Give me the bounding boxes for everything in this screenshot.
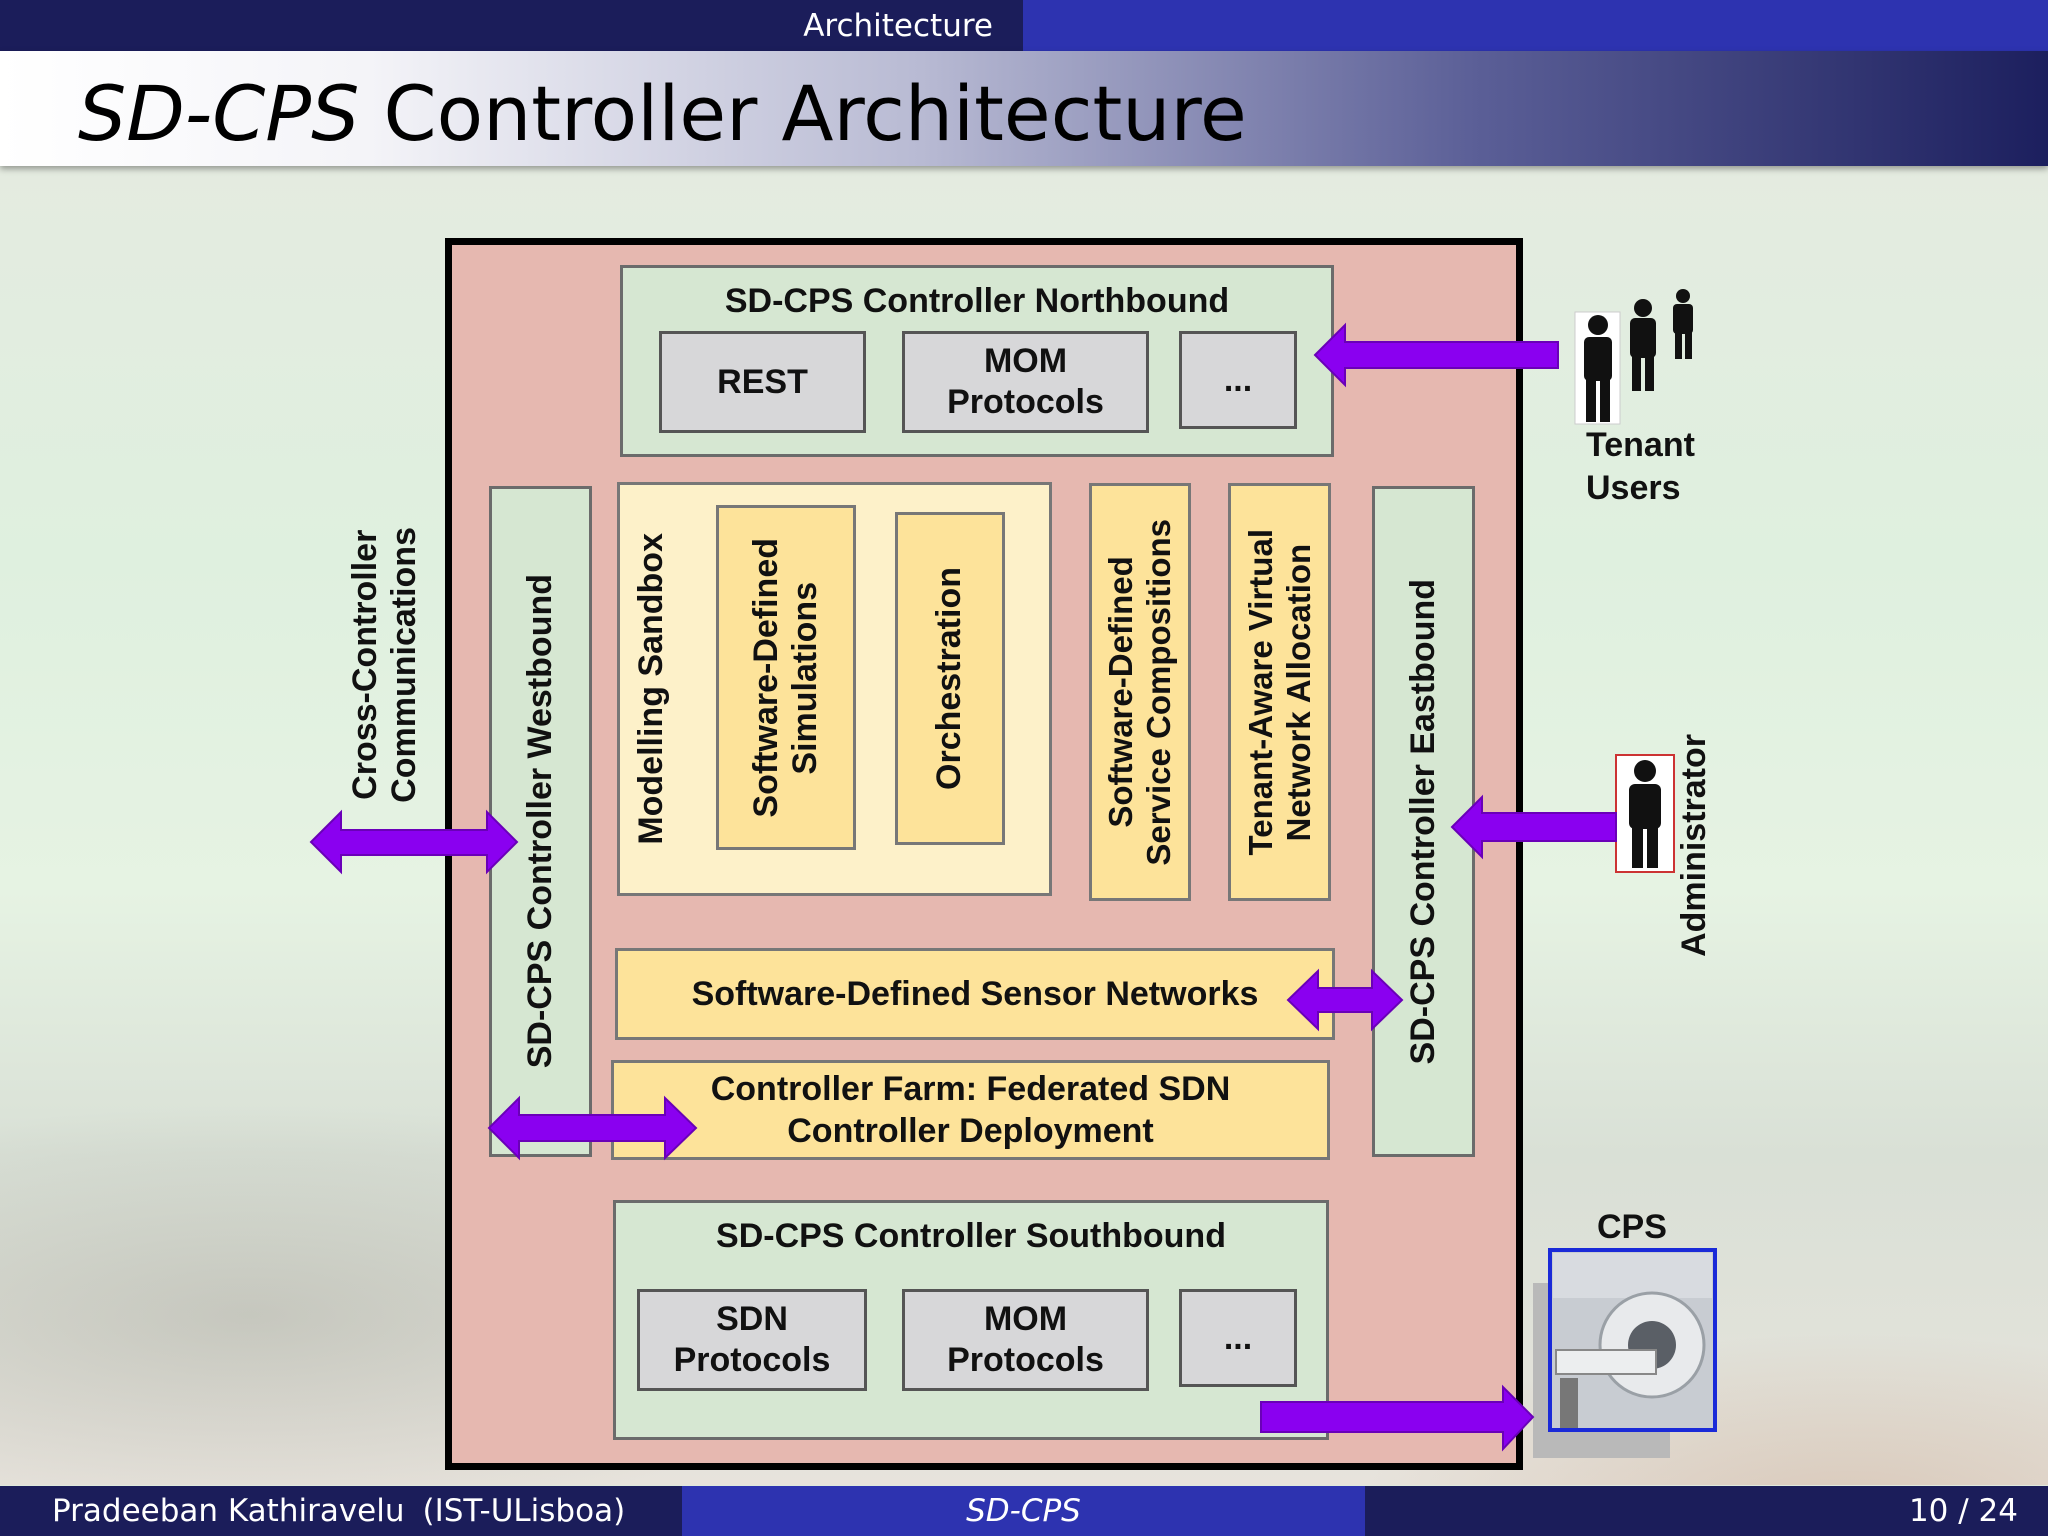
southbound-mom: MOM Protocols <box>902 1289 1149 1391</box>
northbound-mom: MOM Protocols <box>902 331 1149 433</box>
arrows <box>309 322 1617 1452</box>
sensor-networks-box: Software-Defined Sensor Networks <box>615 948 1335 1040</box>
southbound-sdn: SDN Protocols <box>637 1289 867 1391</box>
southbound-title: SD-CPS Controller Southbound <box>716 1217 1226 1255</box>
slide-title: SD-CPS Controller Architecture <box>78 69 1247 158</box>
controller-farm-box: Controller Farm: Federated SDN Controlle… <box>611 1060 1330 1160</box>
northbound-title: SD-CPS Controller Northbound <box>724 282 1230 320</box>
section-label[interactable]: Architecture <box>0 0 1023 51</box>
arrow-tenant-to-northbound <box>1313 322 1559 388</box>
tenant-aware-box: Tenant-Aware Virtual Network Allocation <box>1228 483 1331 901</box>
arrow-westbound-farm <box>487 1095 698 1161</box>
title-bar: SD-CPS Controller Architecture <box>0 51 2048 166</box>
tenant-users-icon <box>1574 289 1693 425</box>
southbound-more: ... <box>1179 1289 1297 1387</box>
arrow-sensor-eastbound <box>1286 968 1404 1032</box>
sd-service-compositions-box: Software-Defined Service Compositions <box>1089 483 1191 901</box>
cps-mri-icon <box>1533 1248 1717 1458</box>
slide-title-rest: Controller Architecture <box>383 69 1247 158</box>
westbound-box: SD-CPS Controller Westbound <box>489 486 592 1157</box>
section-bar: Architecture <box>0 0 2048 51</box>
footer-short-title[interactable]: SD-CPS <box>682 1486 1365 1536</box>
footer-affiliation: (IST-ULisboa) <box>422 1493 626 1529</box>
arrow-admin-to-eastbound <box>1450 794 1617 860</box>
footer-author: Pradeeban Kathiravelu <box>52 1493 405 1529</box>
arrow-cross-controller <box>309 809 519 875</box>
tenant-users-label: Tenant Users <box>1586 426 1695 507</box>
cps-label: CPS <box>1597 1208 1667 1246</box>
sd-simulations-box: Software-Defined Simulations <box>716 505 856 850</box>
northbound-rest: REST <box>659 331 866 433</box>
northbound-more: ... <box>1179 331 1297 429</box>
footer-page-number[interactable]: 10 / 24 <box>1365 1486 2048 1536</box>
orchestration-box: Orchestration <box>895 512 1005 845</box>
arrow-southbound-to-cps <box>1260 1384 1535 1452</box>
administrator-icon <box>1615 754 1675 873</box>
slide-title-italic: SD-CPS <box>78 69 360 158</box>
footer-author-section[interactable]: Pradeeban Kathiravelu (IST-ULisboa) <box>0 1486 682 1536</box>
footer-bar: Pradeeban Kathiravelu (IST-ULisboa) SD-C… <box>0 1486 2048 1536</box>
section-bar-right <box>1023 0 2048 51</box>
